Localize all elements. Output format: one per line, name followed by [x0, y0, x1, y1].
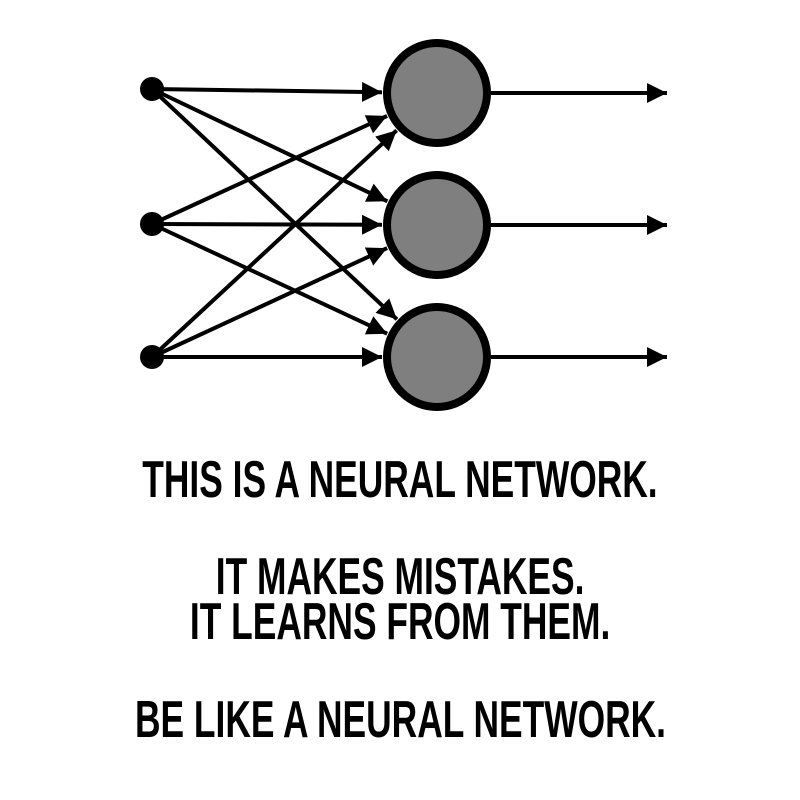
neuron-node-2 — [383, 171, 491, 279]
caption-line-be-like-a-neural-network: BE LIKE A NEURAL NETWORK. — [0, 694, 800, 746]
caption-text: IT LEARNS FROM THEM. — [189, 593, 611, 651]
edge-arrow-input2-neuron1 — [151, 114, 388, 226]
edge-arrow-input1-neuron1 — [151, 81, 383, 102]
neural-network-diagram — [140, 39, 667, 411]
input-node-1 — [140, 77, 164, 101]
caption-line-it-learns-from-them: IT LEARNS FROM THEM. — [0, 596, 800, 648]
neuron-node-1 — [383, 39, 491, 147]
edge-arrow-input2-neuron3 — [151, 222, 389, 336]
edge-arrow-input3-neuron1 — [150, 128, 399, 359]
input-node-2 — [140, 212, 164, 236]
edge-arrow-input1-neuron2 — [151, 87, 389, 204]
caption-text: IT MAKES MISTAKES. — [215, 548, 585, 606]
caption-text: THIS IS A NEURAL NETWORK. — [142, 451, 658, 509]
edge-arrow-input2-neuron2 — [151, 214, 383, 235]
neural-network-svg — [140, 39, 667, 411]
edge-arrow-input3-neuron2 — [151, 246, 388, 359]
edge-arrow-input1-neuron3 — [150, 87, 399, 321]
neuron-node-3 — [383, 303, 491, 411]
caption-text: BE LIKE A NEURAL NETWORK. — [134, 691, 666, 749]
caption-line-it-makes-mistakes: IT MAKES MISTAKES. — [0, 551, 800, 603]
input-node-3 — [140, 345, 164, 369]
caption-line-this-is-a-neural-network: THIS IS A NEURAL NETWORK. — [0, 454, 800, 506]
